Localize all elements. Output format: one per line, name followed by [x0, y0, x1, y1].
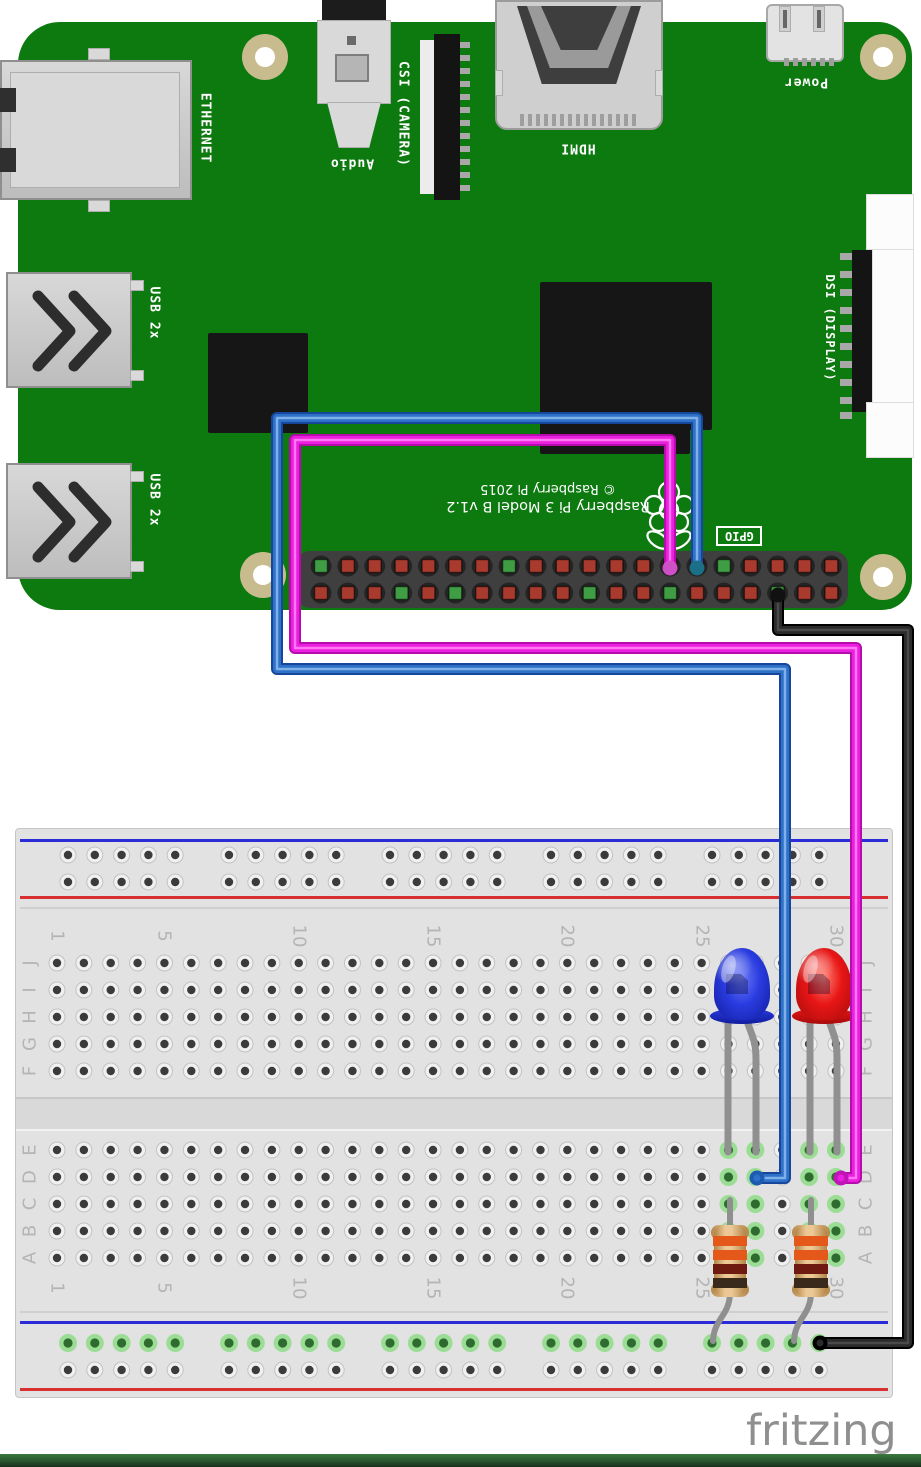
usb-port-top	[6, 272, 132, 388]
resistor-band	[794, 1264, 828, 1274]
rail-separator	[20, 1311, 888, 1313]
resistor-330[interactable]	[711, 1225, 749, 1297]
resistor-band	[794, 1250, 828, 1260]
mounting-hole	[860, 554, 906, 600]
top-rail-red-line	[20, 896, 888, 899]
hdmi-clip	[495, 70, 503, 96]
usb-tab	[130, 471, 144, 482]
dsi-connector-tab	[866, 194, 914, 250]
mounting-hole	[860, 34, 906, 80]
usb-port-bottom	[6, 463, 132, 579]
breadboard[interactable]	[15, 828, 893, 1398]
usb-contacts-icon	[32, 481, 112, 563]
resistor-330[interactable]	[792, 1225, 830, 1297]
led-bulb	[714, 948, 770, 1020]
soc-chip	[540, 282, 712, 430]
ethernet-tab	[88, 200, 110, 212]
bottom-green-bar	[0, 1454, 921, 1467]
dsi-connector-tab	[866, 402, 914, 458]
resistor-band	[713, 1278, 747, 1288]
wire-endpoint[interactable]	[770, 587, 786, 603]
audio-jack-inner	[335, 54, 369, 82]
dsi-connector-bar	[852, 250, 872, 412]
resistor-band	[713, 1236, 747, 1246]
wire-magenta[interactable]	[289, 434, 862, 1186]
wire-endpoint[interactable]	[662, 560, 678, 576]
usb-tab	[130, 280, 144, 291]
top-rail-blue-line	[20, 839, 888, 842]
ethernet-slot	[0, 88, 16, 112]
red-led[interactable]	[792, 948, 856, 1024]
resistor-band	[713, 1264, 747, 1274]
usb-tab	[130, 561, 144, 572]
wire-blue[interactable]	[271, 412, 791, 1186]
bottom-rail-blue-line	[20, 1321, 888, 1324]
breadboard-center-channel	[16, 1097, 892, 1131]
power-prong-slot	[783, 10, 787, 28]
usb-tab	[130, 370, 144, 381]
power-pins-icon	[784, 58, 834, 66]
audio-jack-pin	[347, 36, 356, 45]
hdmi-clip	[655, 70, 663, 96]
led-die	[808, 974, 830, 994]
csi-connector	[434, 34, 460, 200]
usb-contacts-icon	[32, 290, 112, 372]
resistor-band	[794, 1236, 828, 1246]
blue-led[interactable]	[710, 948, 774, 1024]
rail-separator	[20, 907, 888, 909]
gpio-silkscreen-box: GPIO	[716, 526, 762, 546]
wire-endpoint[interactable]	[689, 560, 705, 576]
led-die	[726, 974, 748, 994]
led-bulb	[796, 948, 852, 1020]
power-prong-slot	[817, 10, 821, 28]
csi-pins-icon	[460, 42, 470, 191]
ethernet-face	[10, 72, 180, 188]
ethernet-tab	[88, 48, 110, 60]
resistor-band	[713, 1250, 747, 1260]
resistor-band	[794, 1278, 828, 1288]
dsi-pins-icon	[840, 253, 852, 419]
csi-connector-latch	[420, 40, 434, 194]
mounting-hole	[242, 34, 288, 80]
ethernet-slot	[0, 148, 16, 172]
wire-black[interactable]	[770, 587, 914, 1351]
fritzing-watermark: fritzing	[746, 1406, 897, 1456]
bottom-rail-red-line	[20, 1388, 888, 1391]
hdmi-pins-icon	[520, 114, 636, 126]
